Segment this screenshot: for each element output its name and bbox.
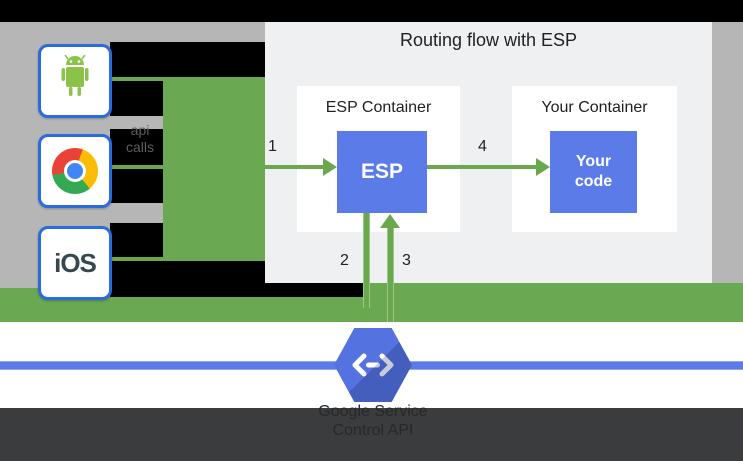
arrow-3-head	[380, 214, 400, 228]
arrow-1-line	[265, 165, 325, 169]
top-black-bar	[0, 0, 743, 22]
service-control-hexagon-icon	[334, 328, 412, 402]
gray-strip	[110, 203, 163, 223]
footer-dark-band	[0, 408, 743, 461]
ios-connector-line	[110, 257, 166, 261]
panel-title: Routing flow with ESP	[399, 30, 578, 50]
esp-container-label: ESP Container	[325, 99, 432, 116]
step-1-label: 1	[268, 138, 277, 155]
ios-label: iOS	[54, 247, 97, 278]
chrome-connector-line	[110, 165, 166, 169]
esp-box: ESP	[337, 131, 427, 213]
arrow-3-line	[387, 228, 394, 322]
service-control-label: Google Service Control API	[318, 403, 428, 439]
step-3-label: 3	[402, 252, 411, 269]
step-4-label: 4	[478, 138, 487, 155]
right-gray-strip	[712, 22, 743, 283]
android-client-box	[38, 44, 112, 118]
chrome-icon	[52, 148, 98, 194]
arrow-1-head	[323, 158, 337, 176]
arrow-2-line	[363, 213, 370, 310]
arrow-2-head	[356, 308, 376, 322]
transparent-black-region	[110, 283, 363, 297]
your-code-box: Your code	[550, 131, 637, 213]
your-container-label: Your Container	[541, 99, 648, 116]
chrome-client-box	[38, 134, 112, 208]
android-connector-line	[110, 77, 166, 81]
step-2-label: 2	[340, 252, 349, 269]
api-calls-label: api calls	[125, 122, 154, 155]
android-icon	[53, 54, 97, 108]
arrow-4-head	[536, 158, 550, 176]
gray-strip	[110, 116, 163, 129]
hexagon-shadow	[334, 328, 412, 402]
code-brackets-glyph	[352, 353, 394, 377]
ios-client-box: iOS	[38, 226, 112, 300]
arrow-4-line	[427, 165, 537, 169]
green-vertical-band	[163, 77, 265, 261]
